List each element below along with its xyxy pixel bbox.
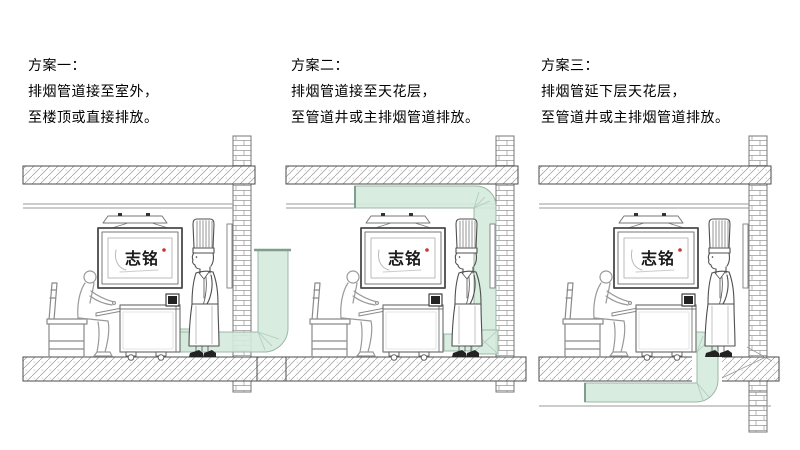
- panel-1-caption: 方案一： 排烟管道接至室外， 至楼顶或直接排放。: [28, 52, 278, 130]
- panel-2-diagram: [285, 135, 527, 393]
- panel-3-caption: 方案三： 排烟管延下层天花层， 至管道井或主排烟管道排放。: [541, 52, 791, 130]
- panel-3-line2: 至管道井或主排烟管道排放。: [541, 109, 730, 125]
- panel-2-line1: 排烟管道接至天花层，: [291, 83, 436, 99]
- panel-1-line2: 至楼顶或直接排放。: [28, 109, 159, 125]
- panel-3-line1: 排烟管延下层天花层，: [541, 83, 686, 99]
- panel-1-heading: 方案一：: [28, 57, 86, 73]
- panel-2-line2: 至管道井或主排烟管道排放。: [291, 109, 480, 125]
- panel-2-heading: 方案二：: [291, 57, 349, 73]
- panel-1-diagram: [22, 135, 299, 393]
- panel-1-line1: 排烟管道接至室外，: [28, 83, 159, 99]
- panel-3-heading: 方案三：: [541, 57, 599, 73]
- brick-column-lower-level: [748, 391, 768, 433]
- panel-3-diagram: [538, 135, 780, 433]
- section-cut-marks: [721, 346, 773, 379]
- panel-2-caption: 方案二： 排烟管道接至天花层， 至管道井或主排烟管道排放。: [291, 52, 541, 130]
